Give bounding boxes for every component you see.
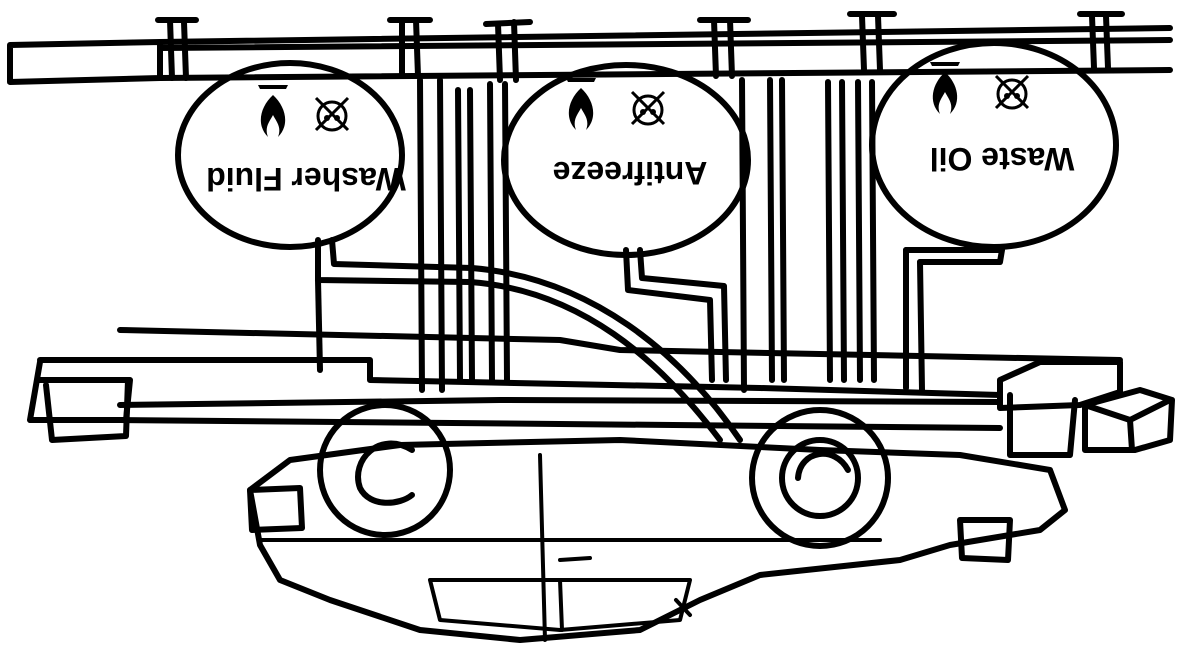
skull-crossbones-icon [316, 98, 348, 130]
lift-beam [30, 330, 1172, 455]
flame-icon [258, 85, 288, 137]
tank-antifreeze: Antifreeze [504, 65, 748, 255]
tank-label-waste-oil: Waste Oil [930, 141, 1075, 177]
tank-label-antifreeze: Antifreeze [553, 155, 708, 191]
car [250, 405, 1065, 640]
skull-crossbones-icon [996, 76, 1028, 108]
tank-label-washer-fluid: Washer Fluid [206, 161, 406, 197]
flame-icon [566, 78, 596, 130]
skull-crossbones-icon [632, 92, 664, 124]
support-posts [420, 80, 874, 390]
tank-washer-fluid: Washer Fluid [178, 63, 406, 247]
